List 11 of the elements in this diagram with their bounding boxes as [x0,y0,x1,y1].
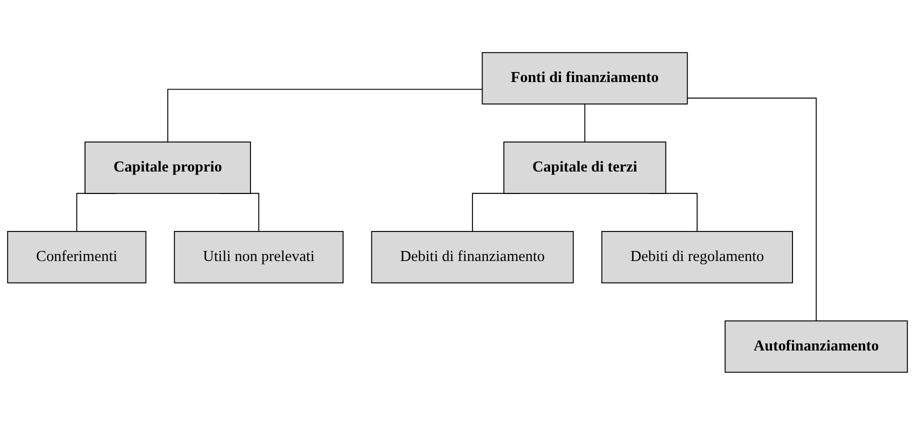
connector [584,103,586,142]
connector [167,88,483,142]
node-box: Utili non prelevati [174,230,344,283]
node-box: Capitale proprio [84,141,251,194]
node-box: Debiti di regolamento [601,230,793,283]
node-box: Capitale di terzi [503,141,666,194]
node-box: Conferimenti [7,230,146,283]
node-box: Debiti di finanziamento [371,230,574,283]
node-box: Fonti di finanziamento [482,52,688,104]
connector [686,97,817,321]
node-box: Autofinanziamento [724,320,908,372]
